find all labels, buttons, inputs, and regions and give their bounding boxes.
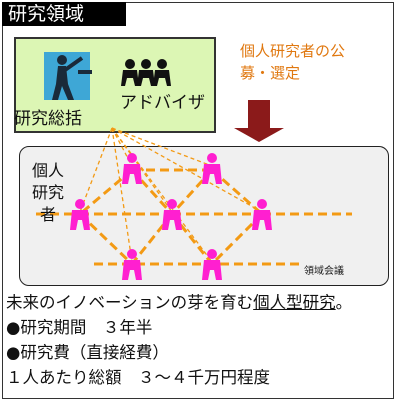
selection-note: 個人研究者の公 募・選定 (240, 42, 346, 82)
research-period: ●研究期間 ３年半 (6, 318, 153, 337)
researcher-nodes (70, 153, 272, 280)
advisor-label: アドバイザ (120, 93, 205, 113)
field-meeting-label: 領域会議 (304, 266, 344, 277)
director-label: 研究総括 (14, 109, 82, 129)
summary-suffix: 。 (335, 293, 353, 312)
director-figure-icon (44, 52, 92, 100)
person-icon (162, 199, 182, 230)
person-icon (202, 153, 222, 184)
advisor-group-icon (121, 59, 171, 86)
funding-amount: １人あたり総額 ３～４千万円程度 (6, 368, 270, 387)
down-arrow-icon (234, 100, 284, 142)
oversight-lines (79, 127, 263, 263)
summary-underlined: 個人型研究 (253, 293, 336, 312)
research-funding: ●研究費（直接経費） (6, 343, 169, 362)
person-icon (70, 199, 90, 230)
researcher-label: 個人 研究 者 (31, 161, 64, 224)
person-icon (252, 199, 272, 230)
person-icon (122, 153, 142, 184)
person-icon (122, 249, 142, 280)
program-summary: 未来のイノベーションの芽を育む個人型研究。 (6, 290, 392, 315)
person-icon (202, 249, 222, 280)
summary-prefix: 未来のイノベーションの芽を育む (6, 293, 254, 312)
program-info: 未来のイノベーションの芽を育む個人型研究。 ●研究期間 ３年半 ●研究費（直接経… (6, 290, 392, 390)
research-field-title: 研究領域 (2, 2, 126, 26)
